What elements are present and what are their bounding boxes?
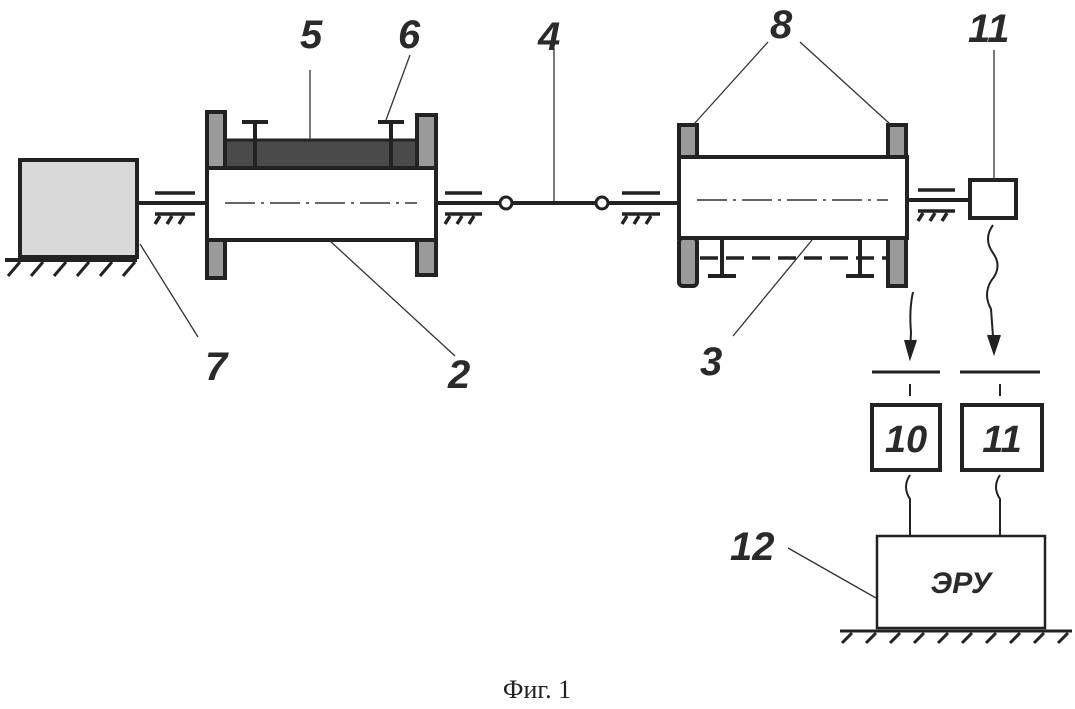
sensor-box bbox=[970, 180, 1016, 218]
label-6: 6 bbox=[398, 13, 421, 57]
label-2: 2 bbox=[447, 353, 470, 397]
label-12: 12 bbox=[730, 525, 775, 569]
drum-body bbox=[207, 168, 436, 240]
eru-label: ЭРУ bbox=[931, 567, 994, 600]
label-7: 7 bbox=[205, 345, 229, 389]
leader-lines bbox=[140, 42, 994, 598]
label-3: 3 bbox=[700, 340, 722, 384]
figure-caption: Фиг. 1 bbox=[503, 675, 571, 704]
label-5: 5 bbox=[300, 13, 323, 57]
motor-block bbox=[5, 160, 137, 276]
drum-2 bbox=[207, 112, 436, 278]
label-4: 4 bbox=[537, 15, 560, 59]
drum-3 bbox=[679, 125, 907, 286]
ground-hatch bbox=[840, 631, 1072, 643]
block-11-label: 11 bbox=[982, 419, 1021, 461]
label-8: 8 bbox=[770, 3, 793, 47]
label-11: 11 bbox=[968, 7, 1010, 51]
block-10-label: 10 bbox=[885, 419, 927, 461]
